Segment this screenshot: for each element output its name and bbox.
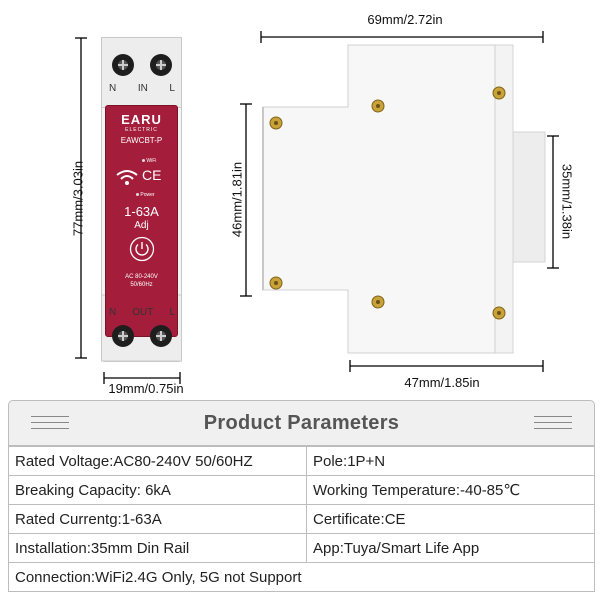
- voltage-rating: AC 80-240V: [125, 274, 158, 280]
- param-cell: Certificate:CE: [306, 504, 595, 534]
- side-right-height-label: 35mm/1.38in: [559, 163, 575, 240]
- top-terminals: [112, 54, 172, 76]
- param-cell: Rated Voltage:AC80-240V 50/60HZ: [8, 446, 307, 476]
- power-button-icon[interactable]: [129, 236, 155, 262]
- wifi-label: WiFi: [146, 158, 157, 164]
- wifi-indicator: WiFi: [142, 158, 156, 164]
- table-row: Installation:35mm Din Rail App:Tuya/Smar…: [8, 533, 595, 563]
- power-label: Power: [140, 192, 155, 198]
- param-cell: Rated Currentg:1-63A: [8, 504, 307, 534]
- param-cell: Breaking Capacity: 6kA: [8, 475, 307, 505]
- current-range: 1-63A: [124, 204, 159, 219]
- adj-label: Adj: [134, 220, 149, 231]
- menu-lines-icon-left: [31, 416, 69, 434]
- params-table: Rated Voltage:AC80-240V 50/60HZ Pole:1P+…: [8, 446, 595, 592]
- side-screws: [269, 86, 506, 320]
- bottom-label-n: N: [109, 307, 117, 318]
- power-indicator: Power: [136, 192, 155, 198]
- bottom-label-l: L: [169, 307, 175, 318]
- bottom-label-out: OUT: [132, 307, 154, 318]
- front-width-label: 19mm/0.75in: [108, 381, 184, 396]
- table-row: Rated Voltage:AC80-240V 50/60HZ Pole:1P+…: [8, 446, 595, 476]
- side-bottom-width-label: 47mm/1.85in: [404, 375, 480, 390]
- top-terminal-labels: N IN L: [109, 83, 175, 94]
- param-cell-full: Connection:WiFi2.4G Only, 5G not Support: [8, 562, 595, 592]
- brand-logo: EARU: [121, 112, 162, 127]
- top-label-n: N: [109, 83, 117, 94]
- brand-sub: ELECTRIC: [125, 127, 158, 133]
- param-cell: Pole:1P+N: [306, 446, 595, 476]
- device-front-panel: EARU ELECTRIC EAWCBT-P WiFi CE Power 1-6…: [105, 105, 178, 337]
- top-width-label: 69mm/2.72in: [367, 12, 443, 27]
- device-side-view: [262, 44, 546, 354]
- front-height-label: 77mm/3.03in: [70, 160, 86, 237]
- wifi-icon: [116, 170, 138, 185]
- model-number: EAWCBT-P: [120, 136, 163, 145]
- frequency-rating: 50/60Hz: [130, 282, 153, 288]
- table-row: Rated Currentg:1-63A Certificate:CE: [8, 504, 595, 534]
- side-height-label: 46mm/1.81in: [229, 161, 245, 238]
- device-front-view: N IN L EARU ELECTRIC EAWCBT-P WiFi CE Po…: [101, 37, 182, 362]
- table-row: Connection:WiFi2.4G Only, 5G not Support: [8, 562, 595, 592]
- bottom-terminals: [112, 325, 172, 347]
- params-header: Product Parameters: [8, 400, 595, 446]
- params-title: Product Parameters: [203, 412, 400, 434]
- param-cell: Installation:35mm Din Rail: [8, 533, 307, 563]
- table-row: Breaking Capacity: 6kA Working Temperatu…: [8, 475, 595, 505]
- bottom-terminal-labels: N OUT L: [109, 307, 175, 318]
- param-cell: Working Temperature:-40-85℃: [306, 475, 595, 505]
- ce-mark: CE: [142, 167, 162, 183]
- param-cell: App:Tuya/Smart Life App: [306, 533, 595, 563]
- menu-lines-icon-right: [534, 416, 572, 434]
- top-label-l: L: [169, 83, 175, 94]
- front-dimension-lines: [75, 31, 559, 384]
- top-label-in: IN: [137, 83, 148, 94]
